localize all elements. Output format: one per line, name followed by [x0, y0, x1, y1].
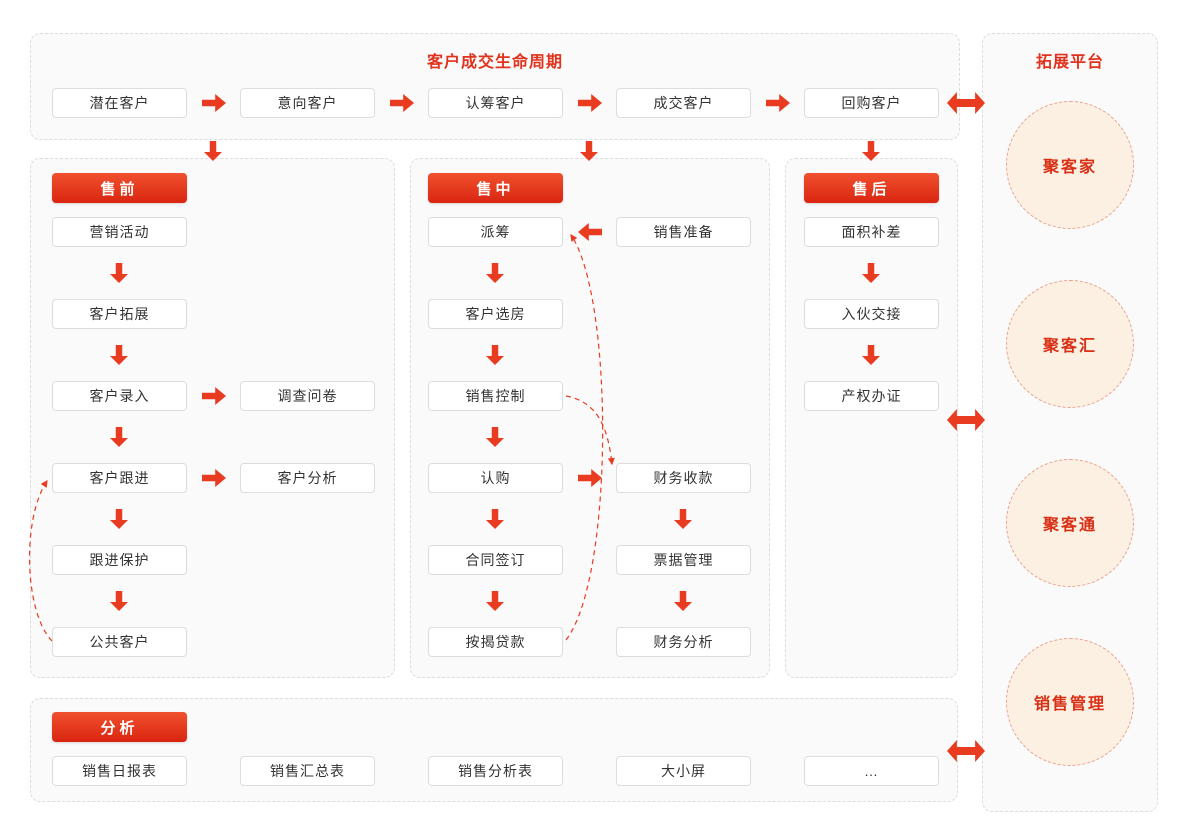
platform-circle: 聚客家 — [1006, 101, 1134, 229]
platform-circle: 销售管理 — [1006, 638, 1134, 766]
flow-node: 客户分析 — [240, 463, 375, 493]
midsale-header: 售中 — [428, 173, 563, 203]
flow-node: 财务收款 — [616, 463, 751, 493]
arrow-left-right-icon — [947, 92, 985, 114]
aftersale-header: 售后 — [804, 173, 939, 203]
stage-node: 意向客户 — [240, 88, 375, 118]
flow-node: 营销活动 — [52, 217, 187, 247]
report-node: 销售分析表 — [428, 756, 563, 786]
flow-node: 客户拓展 — [52, 299, 187, 329]
platform-circle: 聚客汇 — [1006, 280, 1134, 408]
flow-node: 产权办证 — [804, 381, 939, 411]
flow-node: 财务分析 — [616, 627, 751, 657]
flow-node: 派筹 — [428, 217, 563, 247]
report-node: … — [804, 756, 939, 786]
flow-node: 客户跟进 — [52, 463, 187, 493]
arrow-left-right-icon — [947, 409, 985, 431]
flow-node: 调查问卷 — [240, 381, 375, 411]
arrow-left-right-icon — [947, 740, 985, 762]
flow-node: 入伙交接 — [804, 299, 939, 329]
flow-node: 客户选房 — [428, 299, 563, 329]
flow-node: 面积补差 — [804, 217, 939, 247]
flow-node: 客户录入 — [52, 381, 187, 411]
report-node: 销售汇总表 — [240, 756, 375, 786]
flow-node: 销售准备 — [616, 217, 751, 247]
report-node: 大小屏 — [616, 756, 751, 786]
presale-header: 售前 — [52, 173, 187, 203]
lifecycle-section — [30, 33, 960, 140]
stage-node: 潜在客户 — [52, 88, 187, 118]
flow-node: 按揭贷款 — [428, 627, 563, 657]
stage-node: 认筹客户 — [428, 88, 563, 118]
flow-node: 票据管理 — [616, 545, 751, 575]
flow-node: 跟进保护 — [52, 545, 187, 575]
lifecycle-title: 客户成交生命周期 — [426, 54, 563, 71]
analysis-header: 分析 — [52, 712, 187, 742]
stage-node: 成交客户 — [616, 88, 751, 118]
flow-node: 销售控制 — [428, 381, 563, 411]
flow-node: 公共客户 — [52, 627, 187, 657]
stage-node: 回购客户 — [804, 88, 939, 118]
report-node: 销售日报表 — [52, 756, 187, 786]
flow-node: 合同签订 — [428, 545, 563, 575]
platform-circle: 聚客通 — [1006, 459, 1134, 587]
platform-title: 拓展平台 — [1035, 54, 1104, 71]
flow-node: 认购 — [428, 463, 563, 493]
